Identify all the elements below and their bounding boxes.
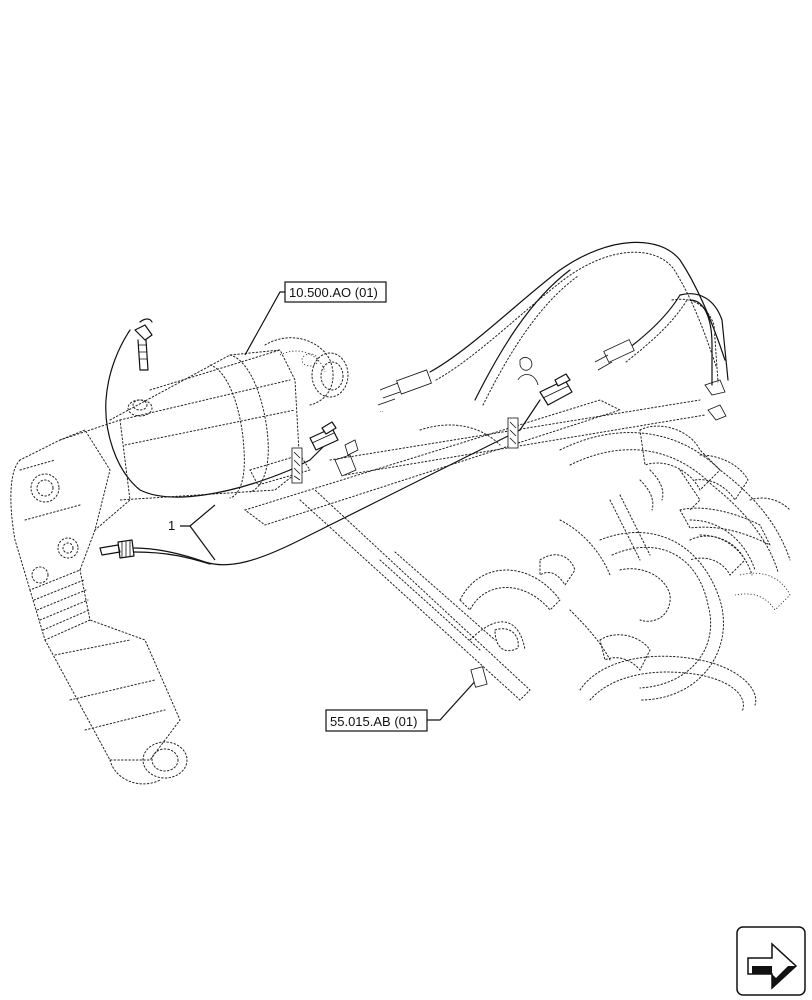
callout-ref-top[interactable]: 10.500.AO (01) — [244, 281, 387, 356]
item-1-label: 1 — [168, 518, 175, 533]
svg-text:..: .. — [380, 408, 384, 414]
callout-ref-bottom-label: 55.015.AB (01) — [330, 714, 417, 729]
sensor-harness — [99, 318, 573, 566]
background-harness — [243, 399, 791, 713]
arrow-next-page-icon[interactable] — [736, 926, 806, 996]
hose-assembly — [539, 425, 791, 671]
exhaust-aftertreatment — [10, 337, 349, 785]
main-loop-harness: .. — [377, 241, 729, 421]
item-1-callout: 1 — [168, 504, 216, 561]
callout-ref-bottom[interactable]: 55.015.AB (01) — [325, 666, 488, 732]
callout-ref-top-label: 10.500.AO (01) — [289, 285, 378, 300]
